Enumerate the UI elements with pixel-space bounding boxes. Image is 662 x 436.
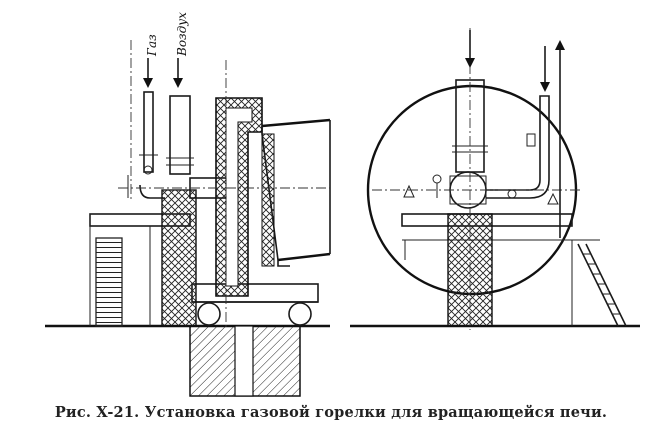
kiln-drum-top — [261, 118, 331, 128]
stair-left — [95, 237, 123, 327]
air-pipe-left — [169, 95, 191, 175]
supply-arrow-right — [540, 46, 550, 92]
air-flow-arrow — [173, 58, 183, 88]
support-roller-right — [288, 302, 312, 326]
inlet-arrow-right — [465, 30, 475, 68]
kiln-drum-bottom — [277, 252, 331, 262]
figure-caption: Рис. X-21. Установка газовой горелки для… — [54, 404, 608, 421]
kiln-carriage — [191, 283, 319, 303]
burner-installation-drawing: Газ Воздух — [45, 12, 640, 397]
front-view — [350, 28, 640, 330]
air-label: Воздух — [175, 12, 189, 57]
gas-pipe-left — [143, 91, 154, 173]
gas-pipe-right — [486, 95, 550, 199]
ladder-right — [577, 243, 627, 327]
side-view: Газ Воздух — [45, 12, 331, 397]
gas-label: Газ — [145, 34, 159, 57]
outlet-arrow-right — [555, 40, 565, 238]
kiln-head-lining — [215, 97, 263, 297]
support-roller-left — [197, 302, 221, 326]
burner-tower-left — [161, 189, 197, 327]
gas-flow-arrow — [143, 58, 153, 88]
